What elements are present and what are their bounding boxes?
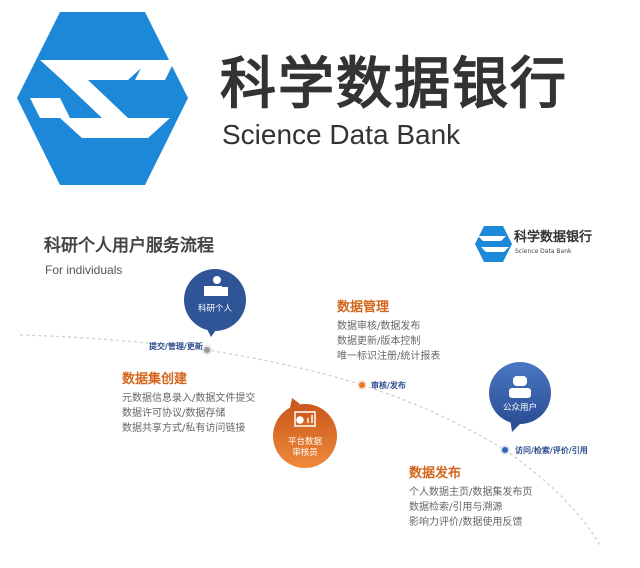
flow-curve <box>19 334 601 546</box>
reviewer-label-1: 平台数据 <box>287 437 322 447</box>
section-manage-title: 数据管理 <box>337 300 390 315</box>
section-manage-item: 唯一标识注册/统计报表 <box>337 351 441 362</box>
researcher-bubble <box>184 269 246 337</box>
brand-title-en: Science Data Bank <box>222 119 461 150</box>
section-publish: 数据发布 个人数据主页/数据集发布页 数据检索/引用与溯源 影响力评价/数据使用… <box>409 466 532 530</box>
reviewer-bubble <box>273 398 337 468</box>
reviewer-label: 平台数据审核员 <box>275 437 335 459</box>
section-create-title: 数据集创建 <box>122 372 188 387</box>
public-bubble <box>489 362 551 432</box>
section-create: 数据集创建 元数据信息录入/数据文件提交 数据许可协议/数据存储 数据共享方式/… <box>122 372 255 436</box>
reviewer-label-2: 审核员 <box>292 448 318 458</box>
section-manage-item: 数据审核/数据发布 <box>337 321 421 332</box>
section-publish-item: 数据检索/引用与溯源 <box>409 502 503 513</box>
brand-title-cn: 科学数据银行 <box>220 52 568 117</box>
researcher-label: 科研个人 <box>197 304 232 314</box>
public-label: 公众用户 <box>502 403 537 413</box>
small-brand-title-en: Science Data Bank <box>515 248 572 255</box>
brand-logo-icon <box>17 12 188 185</box>
step-access: 访问/检索/评价/引用 <box>515 446 588 455</box>
researcher-icon <box>204 276 228 296</box>
small-brand-title-cn: 科学数据银行 <box>514 230 593 245</box>
section-manage-item: 数据更新/版本控制 <box>337 336 421 347</box>
step-review: 审核/发布 <box>371 381 406 390</box>
small-brand-logo-icon <box>475 226 512 262</box>
page-title: 科研个人用户服务流程 <box>44 236 214 256</box>
section-create-item: 数据许可协议/数据存储 <box>122 408 226 419</box>
section-publish-title: 数据发布 <box>409 466 462 481</box>
section-publish-item: 影响力评价/数据使用反馈 <box>409 517 523 528</box>
public-user-icon <box>509 376 531 398</box>
step-submit: 提交/管理/更新 <box>149 342 203 351</box>
reviewer-icon <box>294 411 316 427</box>
section-manage: 数据管理 数据审核/数据发布 数据更新/版本控制 唯一标识注册/统计报表 <box>337 300 440 364</box>
page-subtitle: For individuals <box>45 263 123 277</box>
section-create-item: 元数据信息录入/数据文件提交 <box>122 393 256 404</box>
section-publish-item: 个人数据主页/数据集发布页 <box>409 487 533 498</box>
section-create-item: 数据共享方式/私有访问链接 <box>122 423 246 434</box>
